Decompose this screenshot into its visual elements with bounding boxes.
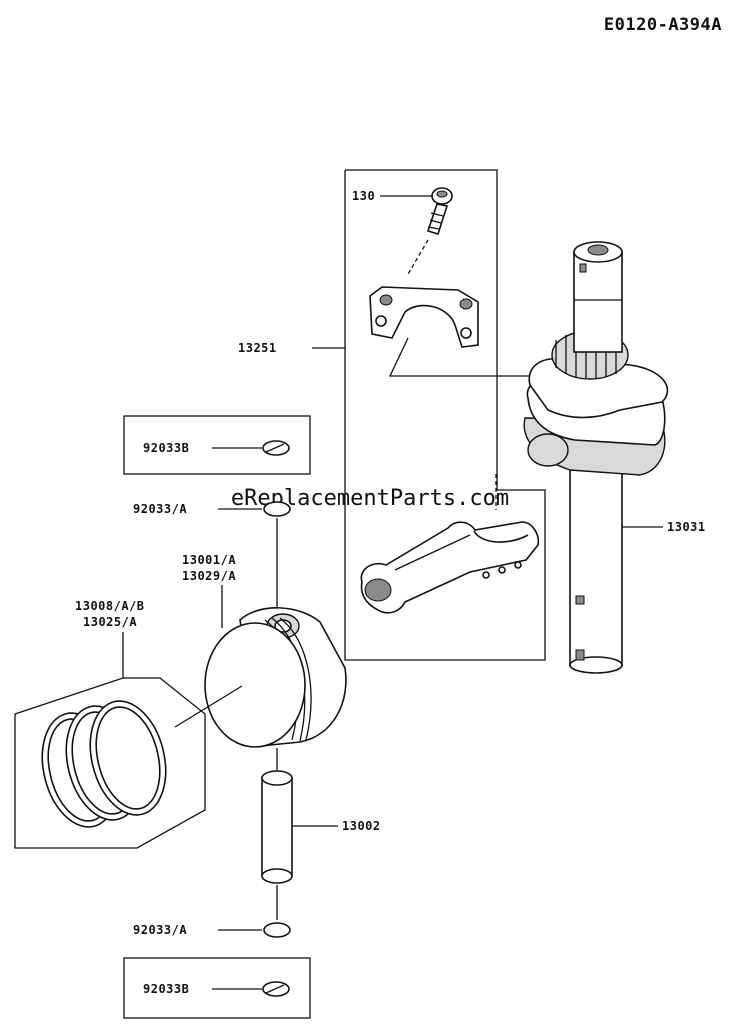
clip-box-bottom xyxy=(123,957,311,1019)
connecting-rod xyxy=(360,474,540,614)
label-92033b-bottom: 92033B xyxy=(143,982,189,996)
rod-bolt xyxy=(426,187,453,235)
label-92033b-top: 92033B xyxy=(143,441,189,455)
rod-cap xyxy=(369,286,479,348)
label-rings-2: 13025/A xyxy=(83,615,137,629)
connecting-rod-bracket xyxy=(344,169,546,661)
label-13031: 13031 xyxy=(667,520,706,534)
diagram-code: E0120-A394A xyxy=(604,15,722,35)
clip-ring-a-top-icon xyxy=(263,501,291,517)
rings-bracket xyxy=(14,677,206,849)
clip-box-top xyxy=(123,415,311,475)
label-13251: 13251 xyxy=(238,341,277,355)
label-92033a-bottom: 92033/A xyxy=(133,923,187,937)
label-piston-2: 13029/A xyxy=(182,569,236,583)
piston xyxy=(204,607,347,748)
clip-ring-b-bottom-icon xyxy=(262,981,290,997)
clip-ring-b-top-icon xyxy=(262,440,290,456)
crankshaft xyxy=(523,241,669,674)
label-13002: 13002 xyxy=(342,819,381,833)
clip-ring-a-bottom-icon xyxy=(263,922,291,938)
label-piston-1: 13001/A xyxy=(182,553,236,567)
label-92033a-top: 92033/A xyxy=(133,502,187,516)
piston-pin xyxy=(261,770,293,884)
piston-rings xyxy=(41,700,167,828)
label-130: 130 xyxy=(352,189,375,203)
label-rings-1: 13008/A/B xyxy=(75,599,145,613)
